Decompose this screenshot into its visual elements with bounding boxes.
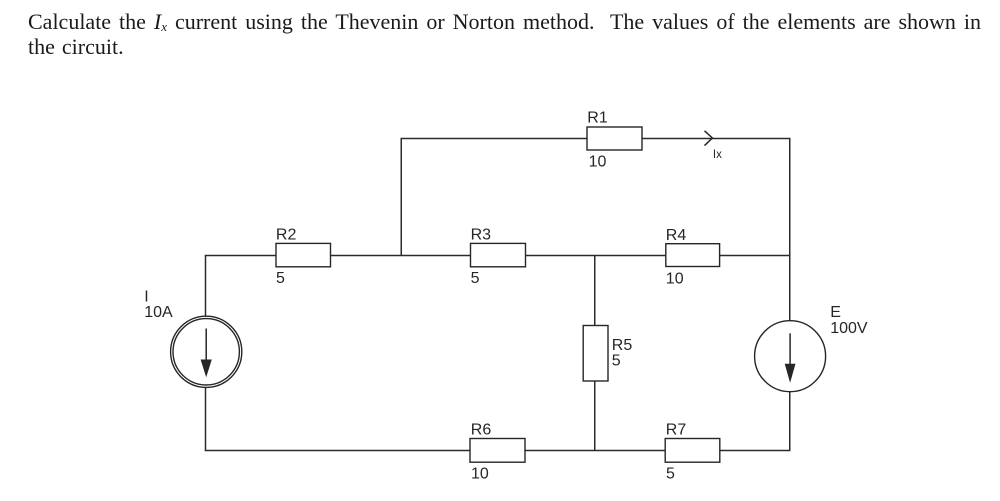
svg-text:R2: R2 bbox=[276, 227, 297, 244]
svg-text:5: 5 bbox=[471, 270, 480, 287]
svg-text:10A: 10A bbox=[144, 304, 173, 321]
svg-text:10: 10 bbox=[471, 466, 489, 483]
svg-text:R4: R4 bbox=[666, 227, 687, 244]
svg-text:5: 5 bbox=[276, 270, 285, 287]
svg-text:R6: R6 bbox=[471, 421, 492, 438]
svg-text:R7: R7 bbox=[666, 421, 687, 438]
svg-text:E: E bbox=[830, 304, 841, 321]
svg-text:5: 5 bbox=[612, 353, 621, 370]
svg-text:10: 10 bbox=[666, 271, 684, 288]
svg-text:R1: R1 bbox=[587, 110, 608, 127]
svg-text:100V: 100V bbox=[830, 320, 868, 337]
svg-text:5: 5 bbox=[666, 466, 675, 483]
svg-text:Ix: Ix bbox=[713, 149, 722, 161]
svg-text:10: 10 bbox=[589, 154, 607, 171]
svg-text:I: I bbox=[144, 288, 148, 305]
svg-text:R3: R3 bbox=[471, 227, 492, 244]
svg-text:R5: R5 bbox=[612, 337, 633, 354]
